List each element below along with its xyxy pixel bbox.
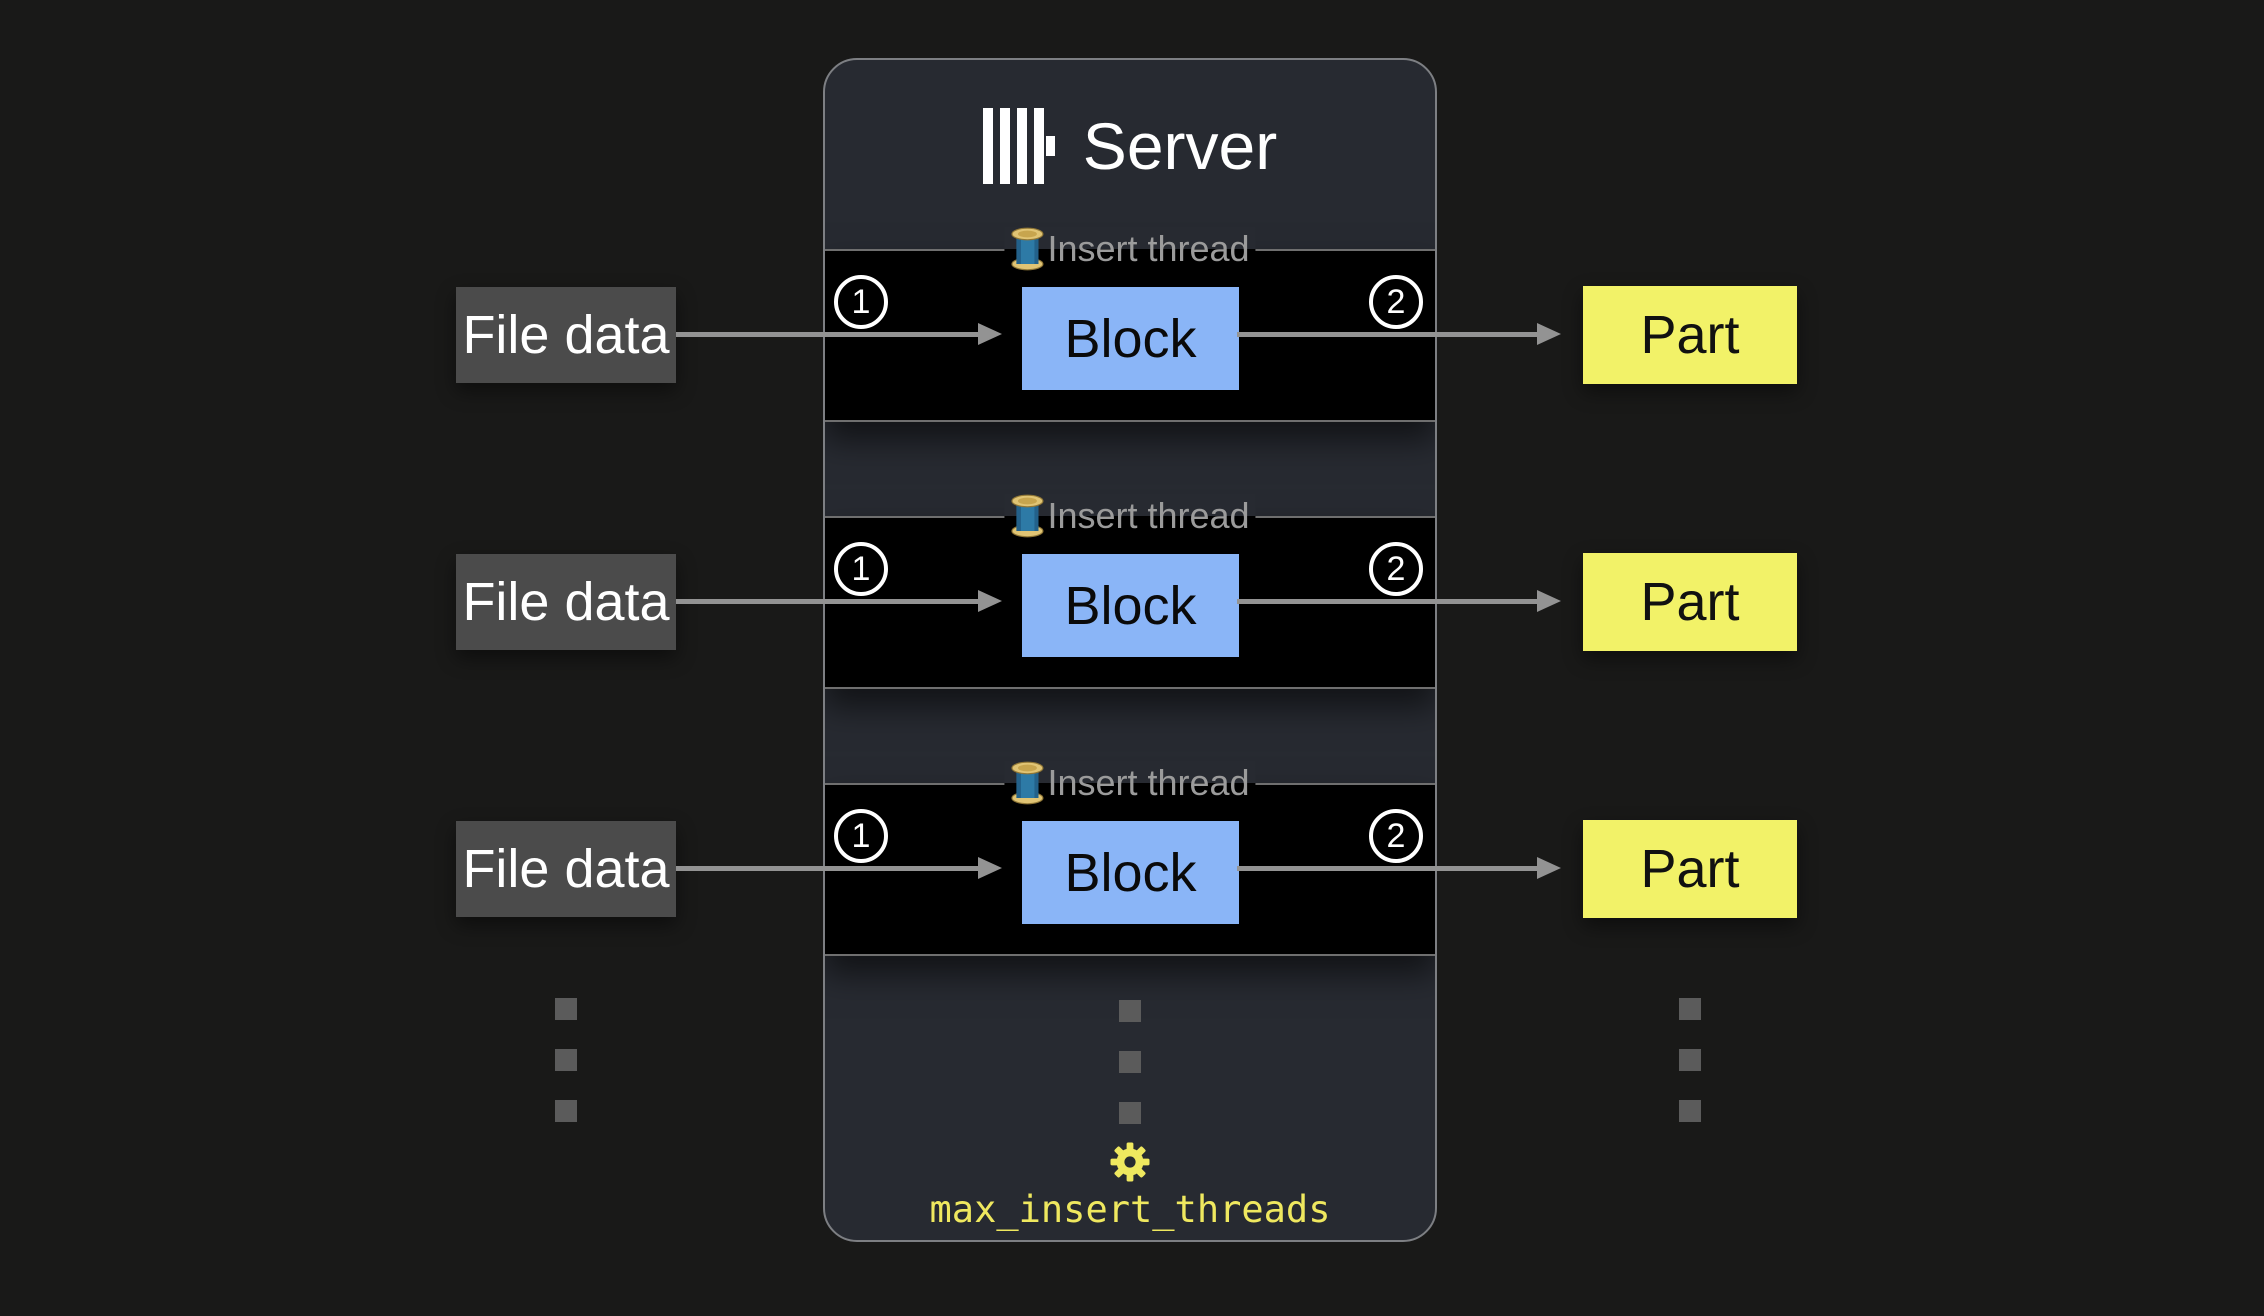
part-box: Part (1583, 286, 1797, 384)
thread-spool-icon (1010, 227, 1044, 271)
file-data-box: File data (456, 821, 676, 917)
part-label: Part (1640, 572, 1740, 632)
insert-thread-label: Insert thread (1047, 228, 1250, 269)
step-1-number: 1 (851, 817, 871, 855)
vertical-ellipsis-dot (1679, 1100, 1701, 1122)
block-label: Block (1064, 842, 1197, 903)
step-1-badge: 1 (834, 275, 888, 329)
block-label: Block (1064, 308, 1197, 369)
part-label: Part (1640, 305, 1740, 365)
block-box: Block (1022, 287, 1239, 390)
file-data-label: File data (462, 572, 670, 632)
max-insert-threads-setting: max_insert_threads (929, 1188, 1331, 1231)
block-box: Block (1022, 821, 1239, 924)
clickhouse-logo (982, 108, 1055, 184)
arrow-file-to-block (676, 323, 1002, 345)
arrow-block-to-part (1237, 323, 1561, 345)
thread-spool-icon (1010, 494, 1044, 538)
server-title-text: Server (1082, 109, 1278, 183)
step-1-number: 1 (851, 283, 871, 321)
step-1-badge: 1 (834, 809, 888, 863)
step-2-number: 2 (1386, 283, 1406, 321)
vertical-ellipsis-dot (555, 1049, 577, 1071)
vertical-ellipsis-dot (555, 1100, 577, 1122)
part-box: Part (1583, 820, 1797, 918)
vertical-ellipsis-dot (1119, 1000, 1141, 1022)
file-data-label: File data (462, 839, 670, 899)
insert-thread-legend: Insert thread (1004, 761, 1256, 805)
insert-thread-label: Insert thread (1047, 495, 1250, 536)
vertical-ellipsis-dot (1119, 1102, 1141, 1124)
thread-spool-icon (1010, 761, 1044, 805)
gear-icon (1110, 1142, 1150, 1182)
file-data-label: File data (462, 305, 670, 365)
step-1-number: 1 (851, 550, 871, 588)
block-label: Block (1064, 575, 1197, 636)
step-2-badge: 2 (1369, 809, 1423, 863)
block-box: Block (1022, 554, 1239, 657)
file-data-box: File data (456, 554, 676, 650)
vertical-ellipsis-dot (1119, 1051, 1141, 1073)
vertical-ellipsis-dot (555, 998, 577, 1020)
step-2-number: 2 (1386, 817, 1406, 855)
arrow-block-to-part (1237, 590, 1561, 612)
arrow-file-to-block (676, 857, 1002, 879)
server-title: Server (825, 100, 1435, 192)
insert-thread-legend: Insert thread (1004, 227, 1256, 271)
step-1-badge: 1 (834, 542, 888, 596)
file-data-box: File data (456, 287, 676, 383)
arrow-file-to-block (676, 590, 1002, 612)
arrow-block-to-part (1237, 857, 1561, 879)
step-2-badge: 2 (1369, 542, 1423, 596)
insert-thread-legend: Insert thread (1004, 494, 1256, 538)
insert-thread-label: Insert thread (1047, 762, 1250, 803)
vertical-ellipsis-dot (1679, 998, 1701, 1020)
server-box: Server Insert thread 1 Block (823, 58, 1437, 1242)
step-2-badge: 2 (1369, 275, 1423, 329)
part-label: Part (1640, 839, 1740, 899)
step-2-number: 2 (1386, 550, 1406, 588)
part-box: Part (1583, 553, 1797, 651)
vertical-ellipsis-dot (1679, 1049, 1701, 1071)
